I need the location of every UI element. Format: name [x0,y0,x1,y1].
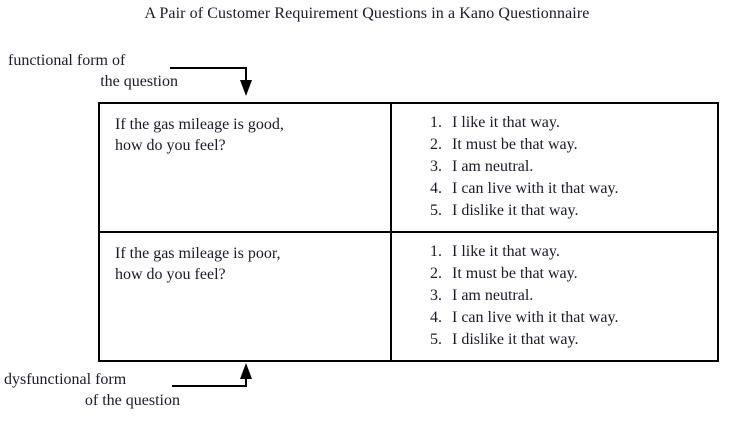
answer-number: 2. [430,265,442,282]
list-item[interactable]: 5. I dislike it that way. [430,200,717,222]
list-item[interactable]: 3. I am neutral. [430,285,717,307]
answer-number: 1. [430,243,442,260]
dysfunctional-form-label-line1: dysfunctional form [4,371,127,388]
dysfunctional-question-line2: how do you feel? [115,266,226,283]
table-row: If the gas mileage is good, how do you f… [98,102,719,233]
functional-question-cell: If the gas mileage is good, how do you f… [98,102,392,233]
functional-answer-list: 1. I like it that way. 2. It must be tha… [392,104,717,222]
dysfunctional-answers-cell: 1. I like it that way. 2. It must be tha… [390,231,719,362]
list-item[interactable]: 2. It must be that way. [430,134,717,156]
dysfunctional-question-cell: If the gas mileage is poor, how do you f… [98,231,392,362]
list-item[interactable]: 2. It must be that way. [430,263,717,285]
answer-text: I dislike it that way. [452,202,579,219]
answer-text: It must be that way. [452,265,578,282]
list-item[interactable]: 1. I like it that way. [430,112,717,134]
answer-number: 4. [430,309,442,326]
table-row: If the gas mileage is poor, how do you f… [98,231,719,362]
answer-number: 3. [430,287,442,304]
list-item[interactable]: 4. I can live with it that way. [430,178,717,200]
answer-number: 1. [430,114,442,131]
answer-number: 4. [430,180,442,197]
list-item[interactable]: 1. I like it that way. [430,241,717,263]
answer-number: 2. [430,136,442,153]
list-item[interactable]: 4. I can live with it that way. [430,307,717,329]
dysfunctional-question-line1: If the gas mileage is poor, [115,245,281,262]
kano-table-body: If the gas mileage is good, how do you f… [98,102,719,362]
kano-questionnaire-table: If the gas mileage is good, how do you f… [98,102,719,362]
answer-number: 3. [430,158,442,175]
answer-text: I am neutral. [452,287,534,304]
dysfunctional-form-label-line2: of the question [84,392,180,409]
list-item[interactable]: 3. I am neutral. [430,156,717,178]
functional-question-text: If the gas mileage is good, how do you f… [100,104,390,156]
dysfunctional-form-label: dysfunctional form of the question [4,369,186,411]
functional-question-line2: how do you feel? [115,137,226,154]
answer-number: 5. [430,202,442,219]
answer-text: I can live with it that way. [452,309,619,326]
functional-form-label-line1: functional form of [8,52,126,69]
dysfunctional-question-text: If the gas mileage is poor, how do you f… [100,233,390,285]
answer-text: I can live with it that way. [452,180,619,197]
functional-form-label-line2: the question [100,73,178,90]
answer-text: It must be that way. [452,136,578,153]
answer-text: I like it that way. [452,243,560,260]
dysfunctional-answer-list: 1. I like it that way. 2. It must be tha… [392,233,717,351]
functional-form-label: functional form of the question [8,50,178,92]
answer-text: I like it that way. [452,114,560,131]
functional-answers-cell: 1. I like it that way. 2. It must be tha… [390,102,719,233]
functional-leader-arrow [170,67,252,96]
figure-title: A Pair of Customer Requirement Questions… [144,5,590,22]
functional-question-line1: If the gas mileage is good, [115,116,284,133]
list-item[interactable]: 5. I dislike it that way. [430,329,717,351]
answer-text: I am neutral. [452,158,534,175]
answer-number: 5. [430,331,442,348]
answer-text: I dislike it that way. [452,331,579,348]
